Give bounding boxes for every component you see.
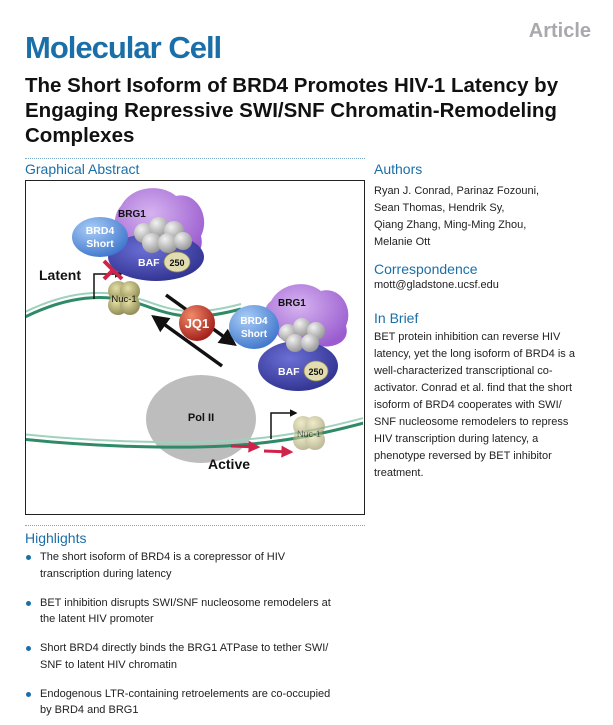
author-line: Melanie Ott	[374, 236, 431, 248]
highlight-line: transcription during latency	[40, 567, 172, 580]
bullet-icon	[26, 691, 31, 697]
in-brief-text: BET protein inhibition can reverse HIV l…	[374, 329, 599, 482]
bullet-icon	[26, 600, 31, 606]
label-brd4-right: BRD4	[240, 316, 268, 327]
label-nuc1-top: Nuc-1	[111, 294, 136, 305]
highlights-heading: Highlights	[25, 530, 87, 546]
nucleosome-nuc1-active: Nuc-1	[293, 416, 325, 450]
label-nuc1-bottom: Nuc-1	[297, 429, 321, 439]
highlights-list: The short isoform of BRD4 is a corepress…	[25, 549, 370, 725]
brd4-short-top	[72, 217, 128, 257]
article-type-tag: Article	[528, 20, 591, 42]
label-baf250-top: 250	[169, 258, 184, 268]
author-line: Qiang Zhang, Ming-Ming Zhou,	[374, 219, 527, 231]
label-jq1: JQ1	[185, 316, 210, 331]
highlight-line: SNF to latent HIV chromatin	[40, 658, 177, 671]
in-brief-line: isoform of BRD4 cooperates with SWI/	[374, 399, 562, 411]
label-baf-top: BAF	[138, 257, 160, 269]
bullet-icon	[26, 555, 31, 560]
highlight-line: by BRD4 and BRG1	[40, 704, 139, 716]
bullet-icon	[26, 646, 31, 651]
label-brg1-right: BRG1	[278, 298, 306, 309]
tss-arrow-blocked	[93, 270, 123, 299]
graphical-abstract-svg: Latent BRG1 BRD4 Short BAF 250	[26, 188, 363, 472]
in-brief-heading: In Brief	[374, 310, 419, 326]
brd4-short-right	[229, 305, 279, 349]
journal-name: Molecular Cell	[25, 30, 222, 65]
highlight-item: Endogenous LTR-containing retroelements …	[25, 686, 370, 719]
label-brg1-top: BRG1	[118, 209, 146, 220]
highlight-line: Endogenous LTR-containing retroelements …	[40, 687, 331, 700]
baf250-subunit-right	[303, 360, 329, 382]
label-pol-ii: Pol II	[188, 412, 214, 424]
label-brd4-top: BRD4	[86, 225, 115, 237]
in-brief-line: activator. Conrad et al. find that the s…	[374, 382, 573, 394]
in-brief-line: latency, yet the long isoform of BRD4 is…	[374, 348, 575, 360]
author-line: Ryan J. Conrad, Parinaz Fozouni,	[374, 185, 540, 197]
correspondence-heading: Correspondence	[374, 261, 478, 277]
highlight-item: The short isoform of BRD4 is a corepress…	[25, 549, 370, 582]
in-brief-line: well-characterized transcriptional co-	[374, 365, 553, 377]
authors-list: Ryan J. Conrad, Parinaz Fozouni, Sean Th…	[374, 183, 599, 251]
transcription-arrows	[230, 440, 294, 458]
highlight-line: The short isoform of BRD4 is a corepress…	[40, 551, 286, 563]
label-active: Active	[208, 456, 250, 472]
in-brief-line: treatment.	[374, 467, 424, 479]
author-line: Sean Thomas, Hendrik Sy,	[374, 202, 505, 214]
authors-heading: Authors	[374, 161, 423, 177]
in-brief-line: phenotype reversed by BET inhibitor	[374, 450, 552, 462]
grey-subunits-right	[279, 318, 325, 352]
in-brief-line: HIV transcription during latency, a	[374, 433, 539, 445]
graphical-abstract-heading: Graphical Abstract	[25, 161, 140, 177]
highlight-item: BET inhibition disrupts SWI/SNF nucleoso…	[25, 595, 370, 628]
correspondence-email[interactable]: mott@gladstone.ucsf.edu	[374, 279, 499, 291]
highlight-line: BET inhibition disrupts SWI/SNF nucleoso…	[40, 596, 331, 609]
in-brief-line: BET protein inhibition can reverse HIV	[374, 331, 561, 343]
label-latent: Latent	[39, 267, 81, 283]
nucleosome-nuc1-latent: Nuc-1	[108, 281, 140, 315]
tss-arrow-active	[270, 409, 298, 439]
swi-snf-complex-latent: BRG1 BRD4 Short BAF 250	[72, 188, 205, 281]
article-title: The Short Isoform of BRD4 Promotes HIV-1…	[25, 74, 559, 147]
highlight-line: Short BRD4 directly binds the BRG1 ATPas…	[40, 642, 329, 654]
label-short-right: Short	[241, 329, 268, 340]
divider	[25, 525, 365, 526]
label-short-top: Short	[86, 238, 114, 250]
graphical-abstract-figure: Latent BRG1 BRD4 Short BAF 250	[25, 180, 365, 515]
highlight-line: the latent HIV promoter	[40, 613, 154, 625]
baf250-subunit-top	[163, 251, 191, 273]
highlight-item: Short BRD4 directly binds the BRG1 ATPas…	[25, 640, 370, 673]
grey-subunits-top	[134, 217, 192, 253]
divider	[25, 158, 365, 159]
swi-snf-complex-released: BRG1 BRD4 Short BAF 250	[229, 284, 349, 391]
label-baf-right: BAF	[278, 366, 300, 378]
jq1-inhibitor: JQ1	[179, 305, 215, 341]
label-baf250-right: 250	[308, 367, 323, 377]
in-brief-line: SNF nucleosome remodelers to repress	[374, 416, 569, 428]
arrow-to-latent	[151, 314, 224, 368]
